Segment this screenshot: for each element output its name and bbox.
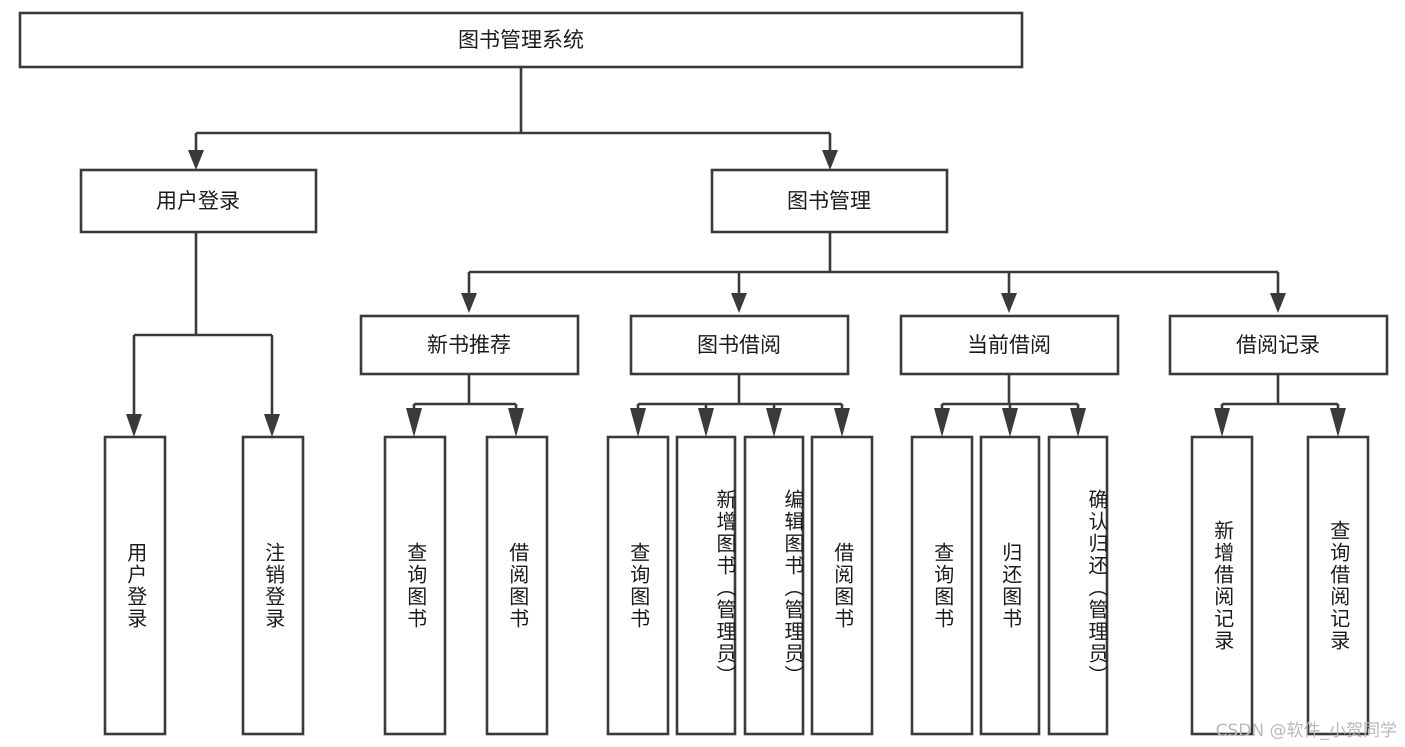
- edge-group-current-borrow-to-leaves: [934, 374, 1086, 437]
- edge-group-root-to-level2: [188, 67, 838, 170]
- arrow-cb-leaf1: [934, 408, 950, 437]
- leaf-box-bb-edit-book[interactable]: [743, 435, 805, 736]
- leaf-box-bb-add-book[interactable]: [675, 435, 737, 736]
- node-root-box[interactable]: [18, 11, 1024, 69]
- leaf-box-bb-query-book[interactable]: [606, 435, 670, 736]
- node-new-book-recommend[interactable]: 新书推荐: [359, 314, 580, 376]
- node-current-borrow[interactable]: 当前借阅: [899, 314, 1120, 376]
- leaf-box-cb-return-book[interactable]: [979, 435, 1041, 736]
- node-user-login-label: 用户登录: [156, 189, 240, 213]
- arrow-book-borrow: [731, 293, 747, 313]
- leaf-boxes-user-login: [103, 435, 305, 736]
- arrow-bb-leaf3: [766, 408, 782, 437]
- arrow-nb-leaf2: [508, 408, 524, 437]
- node-book-borrow-box[interactable]: [629, 314, 850, 376]
- arrow-current-borrow: [1001, 293, 1017, 313]
- arrow-leaf-user-login: [126, 414, 142, 437]
- arrow-cb-leaf3: [1070, 408, 1086, 437]
- node-book-borrow[interactable]: 图书借阅: [629, 314, 850, 376]
- arrow-leaf-logout: [264, 414, 280, 437]
- node-book-manage-box[interactable]: [710, 168, 949, 234]
- arrow-bb-leaf2: [698, 408, 714, 437]
- arrow-br-leaf2: [1330, 408, 1346, 437]
- arrow-user-login: [188, 150, 204, 170]
- leaf-box-br-query-record[interactable]: [1306, 435, 1370, 736]
- edge-group-borrow-records-to-leaves: [1214, 374, 1346, 437]
- watermark-text: CSDN @软件_小贺同学: [1215, 721, 1397, 741]
- leaf-box-user-login[interactable]: [103, 435, 167, 736]
- leaf-box-bb-borrow-book[interactable]: [810, 435, 874, 736]
- node-current-borrow-box[interactable]: [899, 314, 1120, 376]
- edge-group-book-manage-to-level3: [461, 232, 1286, 313]
- node-current-borrow-label: 当前借阅: [967, 333, 1051, 357]
- arrow-cb-leaf2: [1002, 408, 1018, 437]
- arrow-borrow-records: [1270, 293, 1286, 313]
- node-new-book-recommend-label: 新书推荐: [427, 333, 511, 357]
- node-borrow-records-label: 借阅记录: [1236, 333, 1320, 357]
- node-new-book-recommend-box[interactable]: [359, 314, 580, 376]
- arrow-book-manage: [822, 150, 838, 170]
- leaf-box-nb-borrow-book[interactable]: [485, 435, 549, 736]
- node-book-manage[interactable]: 图书管理: [710, 168, 949, 234]
- node-user-login-box[interactable]: [79, 168, 318, 234]
- edge-group-new-book-to-leaves: [406, 374, 524, 437]
- leaf-box-nb-query-book[interactable]: [383, 435, 447, 736]
- arrow-bb-leaf4: [834, 408, 850, 437]
- node-root-label: 图书管理系统: [458, 28, 584, 52]
- leaf-boxes-current-borrow: [910, 435, 1109, 736]
- node-book-borrow-label: 图书借阅: [697, 333, 781, 357]
- node-borrow-records[interactable]: 借阅记录: [1168, 314, 1389, 376]
- edge-group-book-borrow-to-leaves: [630, 374, 850, 437]
- leaf-box-cb-confirm-return[interactable]: [1047, 435, 1109, 736]
- arrow-new-book: [461, 293, 477, 313]
- leaf-boxes-borrow-records: [1190, 435, 1370, 736]
- node-book-manage-label: 图书管理: [787, 189, 871, 213]
- edge-group-user-login-to-leaves: [126, 232, 280, 437]
- leaf-box-br-add-record[interactable]: [1190, 435, 1254, 736]
- node-root[interactable]: 图书管理系统: [18, 11, 1024, 69]
- arrow-nb-leaf1: [406, 408, 422, 437]
- leaf-box-logout[interactable]: [241, 435, 305, 736]
- leaf-boxes-new-book-recommend: [383, 435, 549, 736]
- leaf-box-cb-query-book[interactable]: [910, 435, 974, 736]
- leaf-boxes-book-borrow: [606, 435, 874, 736]
- node-user-login[interactable]: 用户登录: [79, 168, 318, 234]
- arrow-br-leaf1: [1214, 408, 1230, 437]
- node-borrow-records-box[interactable]: [1168, 314, 1389, 376]
- arrow-bb-leaf1: [630, 408, 646, 437]
